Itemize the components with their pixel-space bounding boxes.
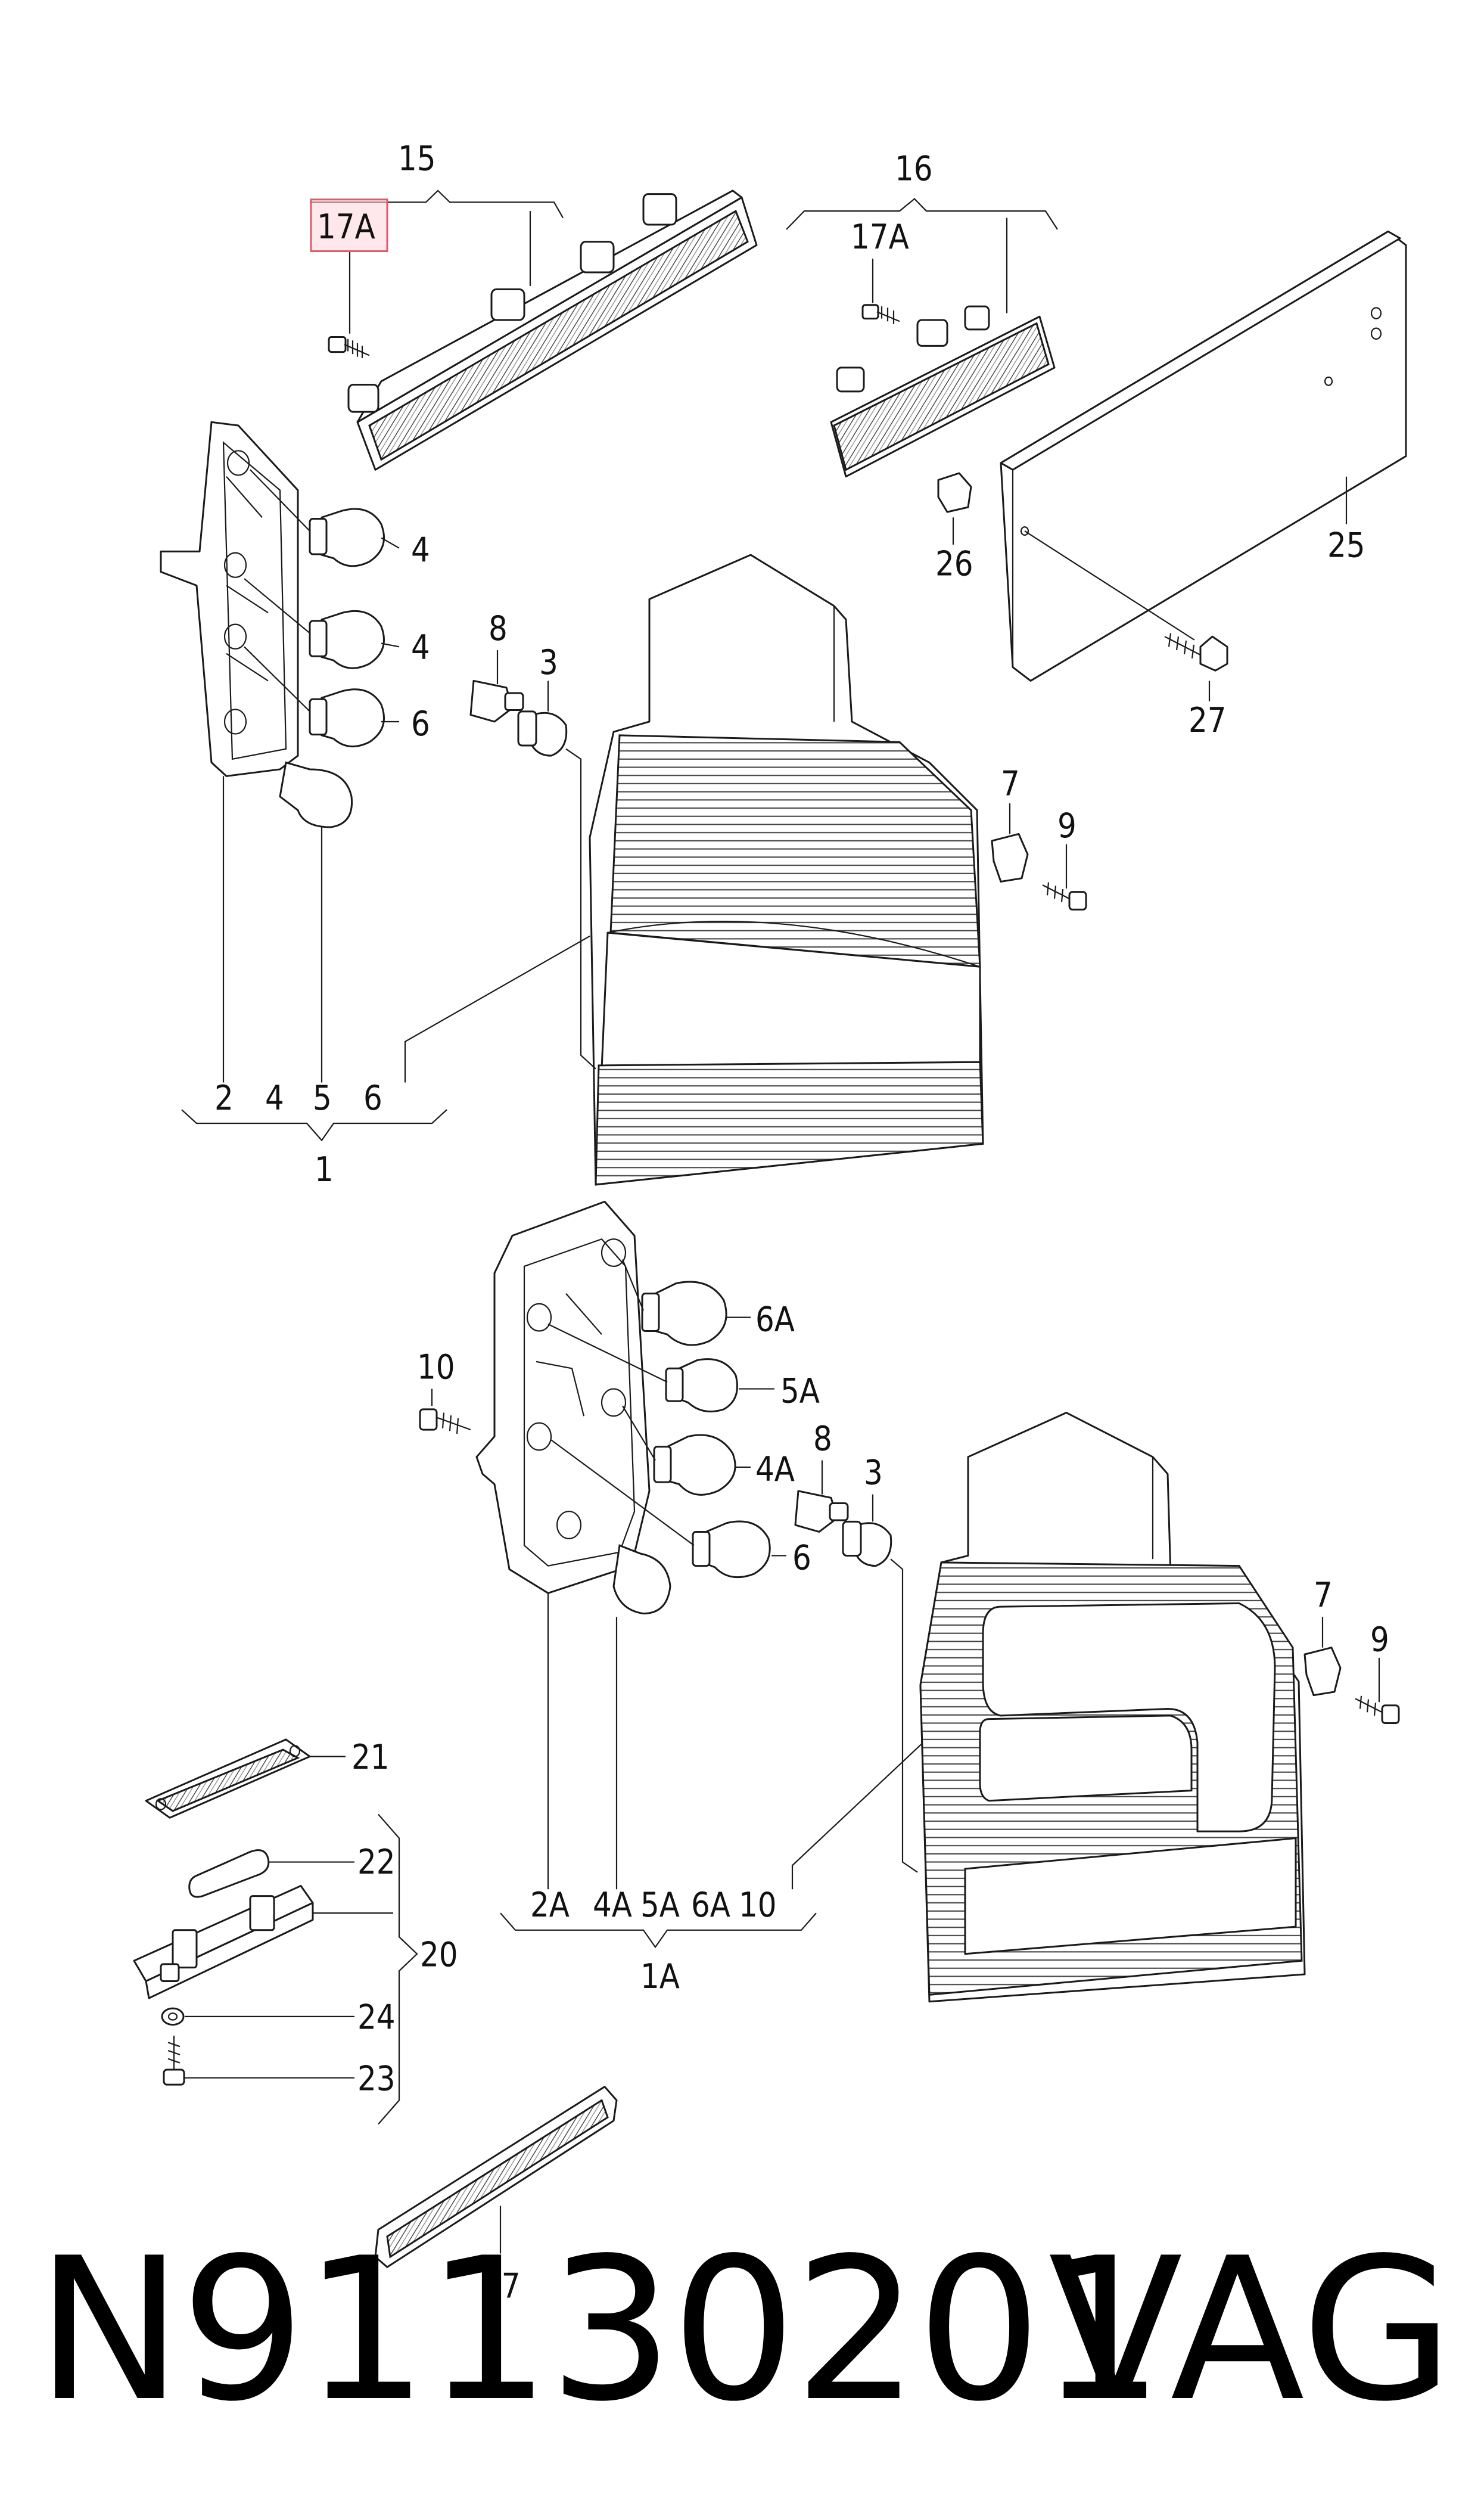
- label-5A: 5A: [780, 1371, 820, 1411]
- label-17A-top: 17A: [317, 207, 375, 247]
- label-8-upper: 8: [489, 608, 508, 648]
- washer-24: [162, 2008, 183, 2024]
- label-20: 20: [420, 1934, 458, 1974]
- part-number: N91130201: [36, 2216, 1165, 2445]
- label-5A-group: 5A: [640, 1885, 680, 1925]
- screw-27: [1165, 633, 1227, 670]
- bulb-5-upper: [280, 763, 352, 828]
- label-4A-group: 4A: [593, 1885, 632, 1925]
- pin-8-upper: [471, 681, 523, 722]
- label-24: 24: [357, 1997, 396, 2037]
- clip-7-upper: [992, 834, 1028, 881]
- bulb-3-lower: [843, 1521, 891, 1566]
- screw-9-lower: [1355, 1696, 1399, 1723]
- label-17: 17: [483, 2266, 521, 2306]
- label-5: 5: [313, 1078, 332, 1118]
- bulb-3-upper: [518, 712, 567, 756]
- label-9-lower: 9: [1370, 1619, 1389, 1659]
- label-26: 26: [935, 543, 973, 583]
- screw-17A-right: [863, 305, 900, 324]
- bulb-carrier-lower: [477, 1201, 649, 1593]
- label-22: 22: [357, 1842, 396, 1882]
- bulb-4-upper: [310, 509, 384, 566]
- tail-light-upper: [590, 555, 983, 1185]
- gasket-21: [146, 1740, 310, 1818]
- label-3-lower: 3: [864, 1452, 883, 1492]
- bulb-6-upper: [310, 689, 384, 747]
- pin-8-lower: [795, 1491, 848, 1532]
- label-23: 23: [357, 2058, 396, 2098]
- label-6A-group: 6A: [691, 1885, 730, 1925]
- lamp-housing-20: [134, 1886, 313, 1999]
- high-mount-brake-light-15: [349, 191, 757, 470]
- label-4-upper: 4: [411, 530, 430, 570]
- label-3-upper: 3: [539, 642, 558, 682]
- reflector-17: [375, 2087, 617, 2268]
- label-10: 10: [417, 1347, 455, 1387]
- label-2: 2: [214, 1078, 234, 1118]
- screw-17A-top: [329, 337, 369, 358]
- label-6-group: 6: [363, 1078, 382, 1118]
- label-4-middle: 4: [411, 628, 430, 667]
- tail-light-lower: [920, 1413, 1305, 2002]
- label-6-upper: 6: [411, 704, 430, 744]
- bulb-5A: [666, 1359, 738, 1412]
- screw-23: [164, 2036, 184, 2085]
- label-1: 1: [315, 1150, 334, 1189]
- label-6-lower: 6: [792, 1538, 811, 1577]
- label-9-upper: 9: [1057, 806, 1077, 846]
- brand-name: VAG: [1048, 2216, 1454, 2445]
- label-7-upper: 7: [1001, 763, 1020, 803]
- label-10-group: 10: [739, 1885, 777, 1925]
- screw-10: [420, 1409, 471, 1434]
- label-8-lower: 8: [813, 1418, 832, 1458]
- label-4-group: 4: [265, 1078, 284, 1118]
- label-15: 15: [398, 138, 436, 178]
- bracket-25: [1001, 231, 1406, 681]
- label-17A-right: 17A: [851, 217, 909, 257]
- label-6A: 6A: [755, 1299, 795, 1339]
- label-25: 25: [1327, 525, 1365, 565]
- bulb-22: [189, 1850, 269, 1897]
- bulb-5A-socket: [614, 1545, 670, 1613]
- label-21: 21: [351, 1737, 390, 1777]
- footer: N91130201 VAG: [36, 2205, 1454, 2455]
- label-16: 16: [895, 149, 933, 189]
- bulb-carrier-upper: [161, 422, 298, 776]
- bulb-6-lower: [693, 1521, 770, 1577]
- label-2A: 2A: [530, 1885, 570, 1925]
- side-marker-light-16: [831, 306, 1054, 477]
- bulb-4A: [654, 1435, 735, 1495]
- screw-9-upper: [1043, 883, 1086, 910]
- nut-26: [938, 473, 971, 512]
- label-7-lower: 7: [1314, 1575, 1333, 1615]
- clip-7-lower: [1305, 1648, 1340, 1695]
- bulb-6A: [642, 1282, 726, 1345]
- highlight-box-17A: [311, 200, 387, 251]
- label-27: 27: [1189, 700, 1227, 740]
- bulb-4-middle: [310, 611, 384, 668]
- label-4A: 4A: [755, 1449, 795, 1489]
- label-1A: 1A: [640, 1956, 680, 1996]
